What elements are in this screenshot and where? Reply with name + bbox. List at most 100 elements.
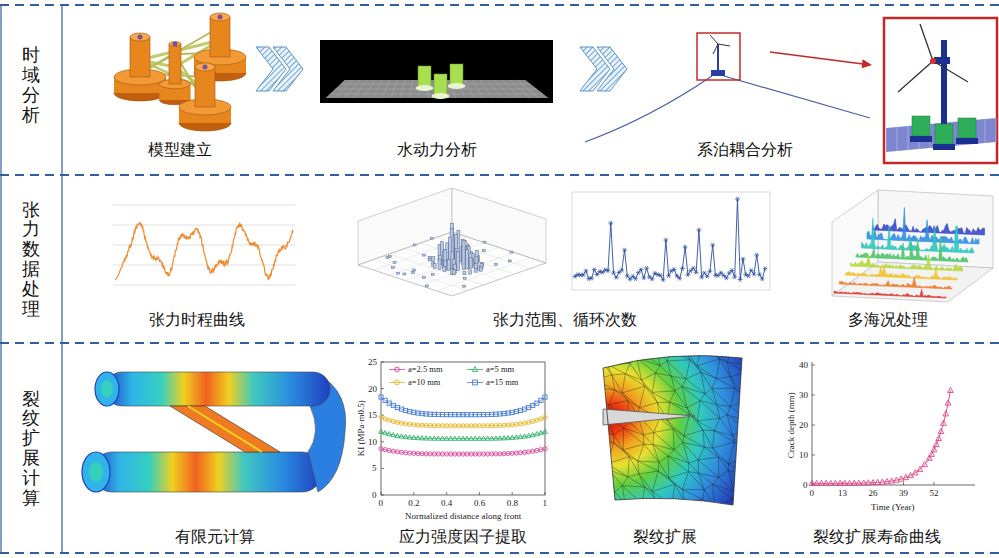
data-marker bbox=[387, 432, 392, 436]
mesh-edge bbox=[652, 391, 675, 392]
data-marker bbox=[461, 452, 465, 456]
star-marker bbox=[681, 266, 684, 270]
mesh-edge bbox=[653, 445, 668, 456]
mesh-edge bbox=[697, 366, 701, 372]
histogram-bar bbox=[423, 254, 426, 256]
data-marker bbox=[518, 422, 522, 426]
star-marker bbox=[706, 274, 709, 278]
mesh-edge bbox=[654, 429, 673, 433]
mesh-edge bbox=[669, 472, 689, 478]
data-marker bbox=[539, 430, 544, 434]
data-marker bbox=[465, 413, 469, 417]
star-marker bbox=[709, 269, 712, 273]
star-marker bbox=[755, 253, 758, 257]
star-marker bbox=[615, 275, 618, 279]
data-marker bbox=[391, 419, 395, 423]
histogram-bar bbox=[413, 269, 416, 271]
mesh-edge bbox=[654, 419, 660, 433]
histogram-bar bbox=[483, 241, 486, 243]
mesh-edge bbox=[638, 444, 644, 461]
mesh-edge bbox=[595, 498, 611, 505]
axis-text: Normalized distance along front bbox=[405, 511, 521, 521]
mesh-edge bbox=[643, 435, 653, 445]
mesh-edge bbox=[698, 447, 704, 460]
mesh-edge bbox=[729, 458, 749, 464]
sea-state-layer bbox=[834, 289, 946, 298]
mesh-edge bbox=[727, 362, 730, 377]
mesh-edge bbox=[698, 473, 712, 484]
mesh-edge bbox=[598, 406, 599, 416]
data-marker bbox=[527, 405, 531, 409]
histogram-bar bbox=[475, 256, 478, 264]
pontoon bbox=[958, 118, 976, 138]
mesh-edge bbox=[717, 405, 731, 407]
mesh-edge bbox=[713, 442, 735, 448]
column-body bbox=[169, 44, 181, 84]
platform-column bbox=[159, 42, 190, 105]
data-marker bbox=[436, 436, 441, 440]
mesh-edge bbox=[747, 365, 750, 373]
star-marker bbox=[610, 221, 613, 225]
data-marker bbox=[395, 380, 400, 385]
data-marker bbox=[383, 430, 388, 434]
mesh-edge bbox=[701, 372, 712, 388]
data-marker bbox=[498, 423, 502, 427]
legend-sample bbox=[388, 378, 406, 387]
mesh-edge bbox=[593, 432, 613, 434]
mesh-edge bbox=[713, 484, 734, 491]
star-marker bbox=[758, 273, 761, 277]
histogram-bar bbox=[431, 273, 434, 275]
data-marker bbox=[539, 448, 543, 452]
floater-base bbox=[432, 93, 450, 99]
blade bbox=[898, 61, 933, 92]
mesh-edge bbox=[625, 363, 630, 373]
data-marker bbox=[416, 435, 421, 439]
mesh-edge bbox=[698, 457, 718, 460]
mesh-edge bbox=[727, 407, 730, 415]
star-marker bbox=[667, 274, 670, 278]
star-marker bbox=[700, 275, 703, 279]
star-marker bbox=[703, 271, 706, 275]
data-marker bbox=[502, 423, 506, 427]
data-marker bbox=[522, 450, 526, 454]
axis-text: 20 bbox=[368, 384, 377, 394]
star-marker bbox=[758, 273, 761, 277]
sif-curve bbox=[381, 397, 545, 415]
column-dot bbox=[218, 15, 223, 20]
mesh-edge bbox=[592, 476, 597, 485]
mesh-edge bbox=[730, 388, 735, 406]
mesh-line bbox=[897, 127, 898, 151]
mesh-edge bbox=[713, 431, 715, 448]
data-marker bbox=[445, 424, 449, 428]
mesh-edge bbox=[644, 444, 659, 462]
mesh-edge bbox=[642, 487, 645, 504]
mesh-edge bbox=[682, 387, 700, 401]
star-marker bbox=[599, 269, 602, 273]
histogram-bar bbox=[494, 263, 497, 265]
mesh-edge bbox=[609, 390, 615, 405]
star-marker bbox=[695, 270, 698, 274]
chevron-arrow bbox=[256, 47, 303, 91]
data-marker bbox=[424, 436, 429, 440]
mesh-edge bbox=[642, 380, 653, 392]
data-marker bbox=[449, 413, 453, 417]
mesh-edge bbox=[714, 418, 720, 430]
mesh-edge bbox=[615, 390, 622, 393]
mesh-edge bbox=[732, 347, 749, 365]
star-marker bbox=[629, 277, 632, 281]
star-marker bbox=[615, 275, 618, 279]
grid-line bbox=[113, 205, 295, 206]
data-marker bbox=[531, 449, 535, 453]
data-marker bbox=[936, 435, 942, 440]
mesh-edge bbox=[713, 448, 719, 457]
mesh-edge bbox=[622, 486, 644, 487]
histogram-bar bbox=[474, 269, 477, 273]
axis-text: 39 bbox=[899, 488, 908, 498]
mesh-edge bbox=[682, 387, 705, 394]
legend-text: a=10 mm bbox=[408, 377, 440, 387]
data-marker bbox=[469, 452, 473, 456]
star-marker bbox=[744, 273, 747, 277]
star-marker bbox=[673, 267, 676, 271]
mesh-edge bbox=[645, 386, 652, 392]
data-marker bbox=[395, 433, 400, 437]
